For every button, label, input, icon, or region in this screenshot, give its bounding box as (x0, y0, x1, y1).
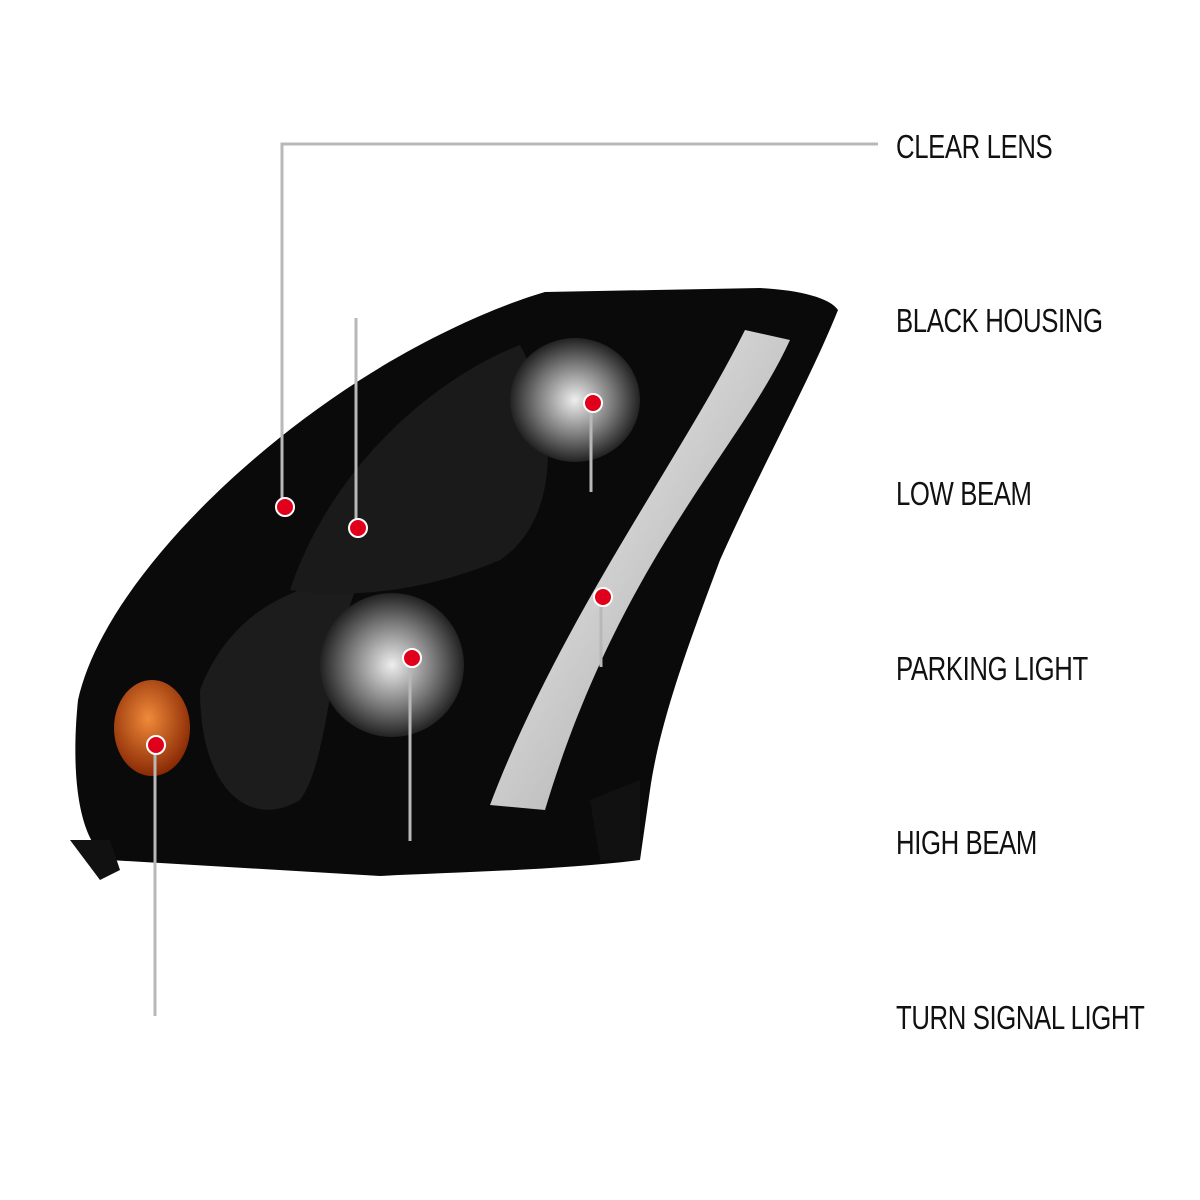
label-black-housing: BLACK HOUSING (896, 302, 1103, 339)
high-beam-lens (320, 593, 464, 737)
label-clear-lens: CLEAR LENS (896, 128, 1053, 165)
callout-lines (153, 142, 878, 1018)
dot-black-housing (348, 518, 368, 538)
low-beam-lens (510, 338, 640, 462)
dot-turn-signal (146, 735, 166, 755)
label-high-beam: HIGH BEAM (896, 824, 1037, 861)
dot-high-beam (402, 648, 422, 668)
turn-signal-lens (114, 680, 190, 776)
label-low-beam: LOW BEAM (896, 475, 1032, 512)
parking-light-strip (490, 330, 790, 810)
callout-dots (146, 393, 613, 755)
dot-clear-lens (275, 497, 295, 517)
dot-low-beam (583, 393, 603, 413)
label-turn-signal-light: TURN SIGNAL LIGHT (896, 999, 1145, 1036)
dot-parking-light (593, 587, 613, 607)
label-parking-light: PARKING LIGHT (896, 650, 1088, 687)
